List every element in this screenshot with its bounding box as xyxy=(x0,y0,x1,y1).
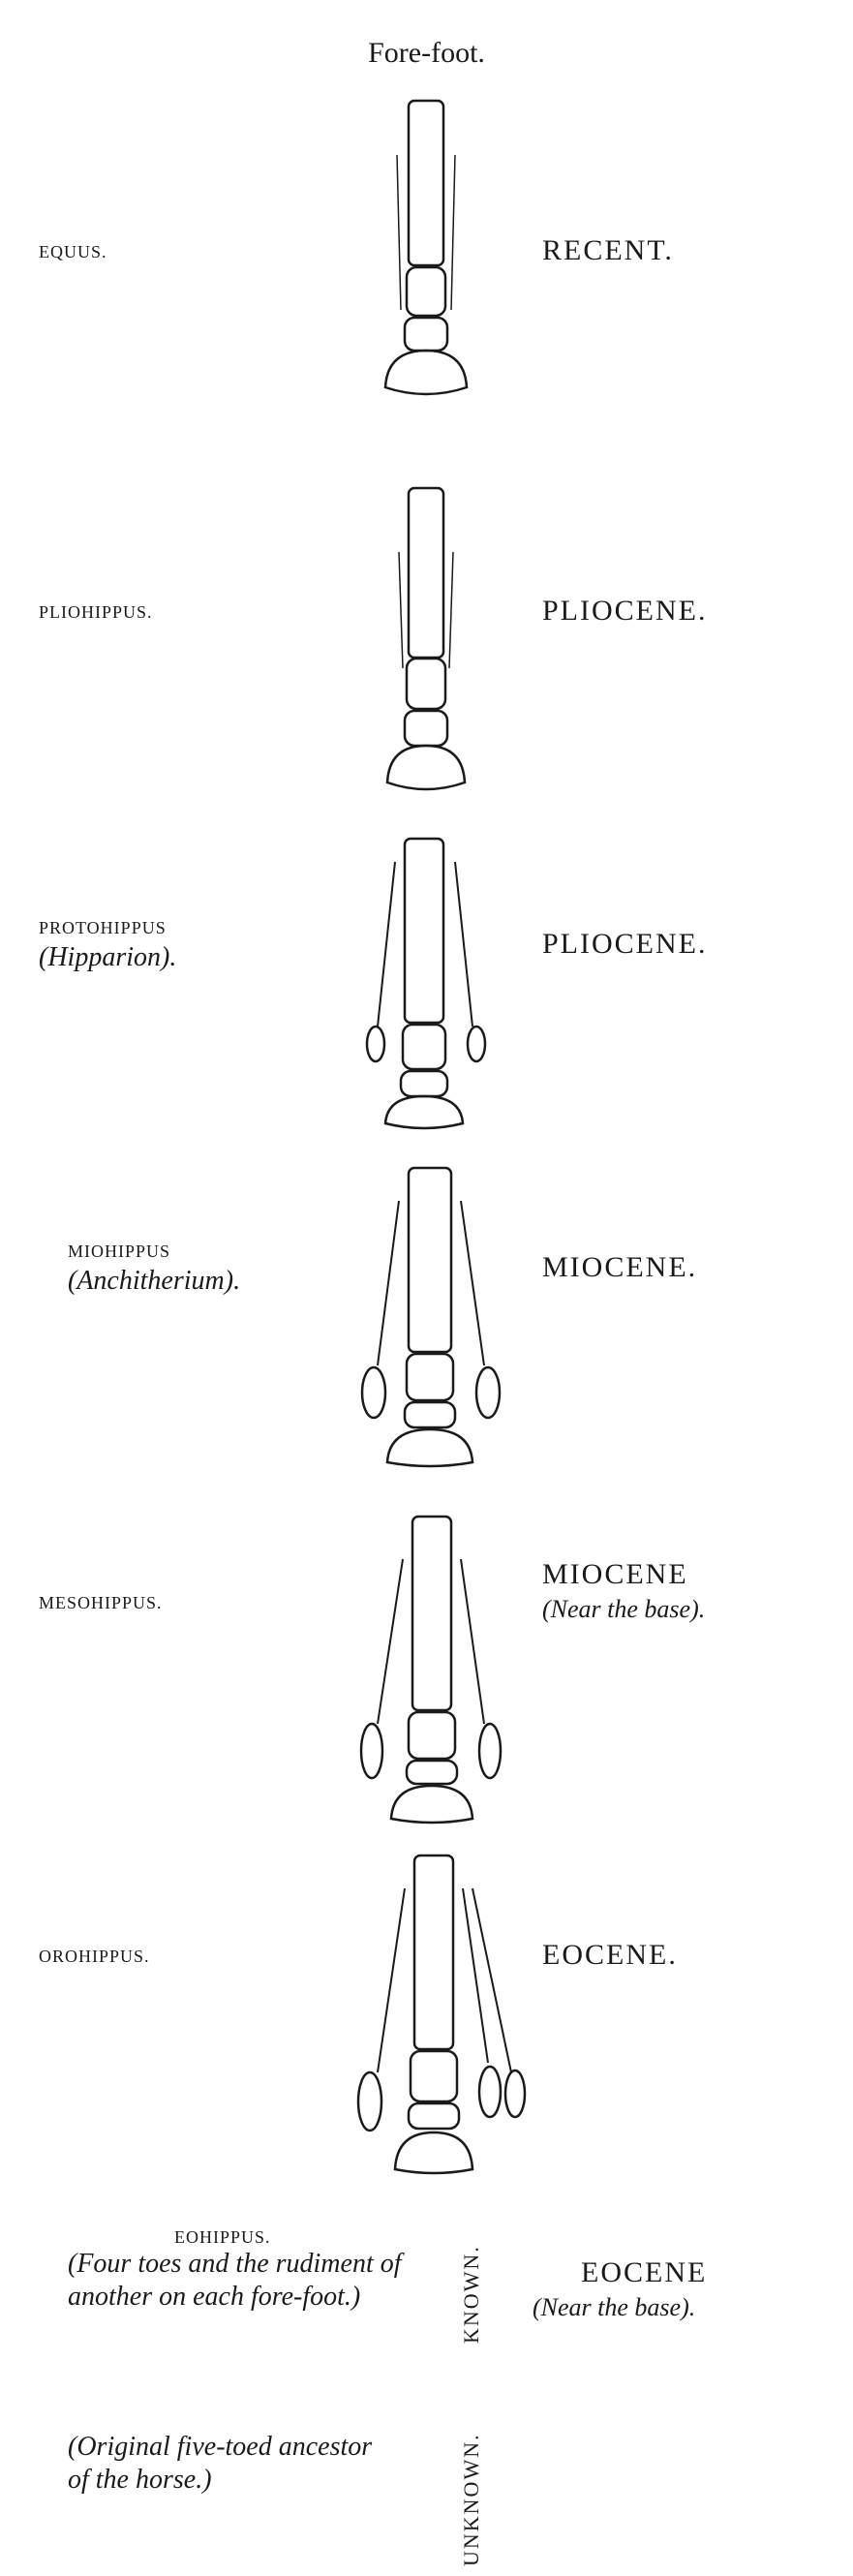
forefoot-equus-drawing xyxy=(368,97,484,407)
genus-label: MIOHIPPUS (Anchitherium). xyxy=(68,1242,387,1297)
ancestor-note: (Original five-toed ancestor of the hors… xyxy=(68,2432,373,2495)
epoch-label: EOCENE (Near the base). xyxy=(533,2256,823,2322)
genus-label: EQUUS. xyxy=(39,242,358,262)
genus-label: PLIOHIPPUS. xyxy=(39,602,358,623)
eohippus-note: (Four toes and the rudiment of another o… xyxy=(68,2249,402,2312)
epoch-label: RECENT. xyxy=(542,234,833,267)
epoch-name: MIOCENE xyxy=(542,1558,688,1590)
genus-alt-name: (Hipparion). xyxy=(39,942,177,972)
epoch-label: EOCENE. xyxy=(542,1939,833,1972)
genus-name: OROHIPPUS. xyxy=(39,1947,150,1966)
genus-name: MESOHIPPUS. xyxy=(39,1593,163,1612)
forefoot-protohippus-drawing xyxy=(349,833,503,1133)
genus-name: MIOHIPPUS xyxy=(68,1242,171,1261)
epoch-name: EOCENE xyxy=(581,2256,708,2288)
epoch-name: PLIOCENE. xyxy=(542,928,708,960)
figure-title: Fore-foot. xyxy=(368,37,485,69)
epoch-label: PLIOCENE. xyxy=(542,595,833,628)
epoch-label: PLIOCENE. xyxy=(542,928,833,961)
forefoot-orohippus-drawing xyxy=(349,1850,533,2179)
genus-name: PLIOHIPPUS. xyxy=(39,602,153,622)
forefoot-miohippus-drawing xyxy=(349,1162,513,1472)
genus-name: EOHIPPUS. xyxy=(174,2227,271,2247)
epoch-name: RECENT. xyxy=(542,234,674,266)
known-label: KNOWN. xyxy=(459,2245,483,2344)
genus-name: PROTOHIPPUS xyxy=(39,918,167,937)
epoch-qualifier: (Near the base). xyxy=(542,1595,706,1623)
genus-name: EQUUS. xyxy=(39,242,107,261)
epoch-label: MIOCENE. xyxy=(542,1251,833,1284)
genus-label: PROTOHIPPUS (Hipparion). xyxy=(39,918,358,973)
genus-label: MESOHIPPUS. xyxy=(39,1593,358,1613)
epoch-name: MIOCENE. xyxy=(542,1251,698,1283)
unknown-label: UNKNOWN. xyxy=(459,2433,483,2566)
genus-label: OROHIPPUS. xyxy=(39,1947,358,1967)
epoch-qualifier: (Near the base). xyxy=(533,2293,696,2321)
epoch-label: MIOCENE (Near the base). xyxy=(542,1558,833,1624)
epoch-name: EOCENE. xyxy=(542,1939,678,1971)
ancestor-label: (Original five-toed ancestor of the hors… xyxy=(68,2431,397,2497)
genus-alt-name: (Anchitherium). xyxy=(68,1266,241,1296)
eohippus-label: EOHIPPUS. (Four toes and the rudiment of… xyxy=(68,2227,416,2314)
forefoot-pliohippus-drawing xyxy=(368,484,484,804)
epoch-name: PLIOCENE. xyxy=(542,595,708,627)
forefoot-mesohippus-drawing xyxy=(349,1511,513,1830)
